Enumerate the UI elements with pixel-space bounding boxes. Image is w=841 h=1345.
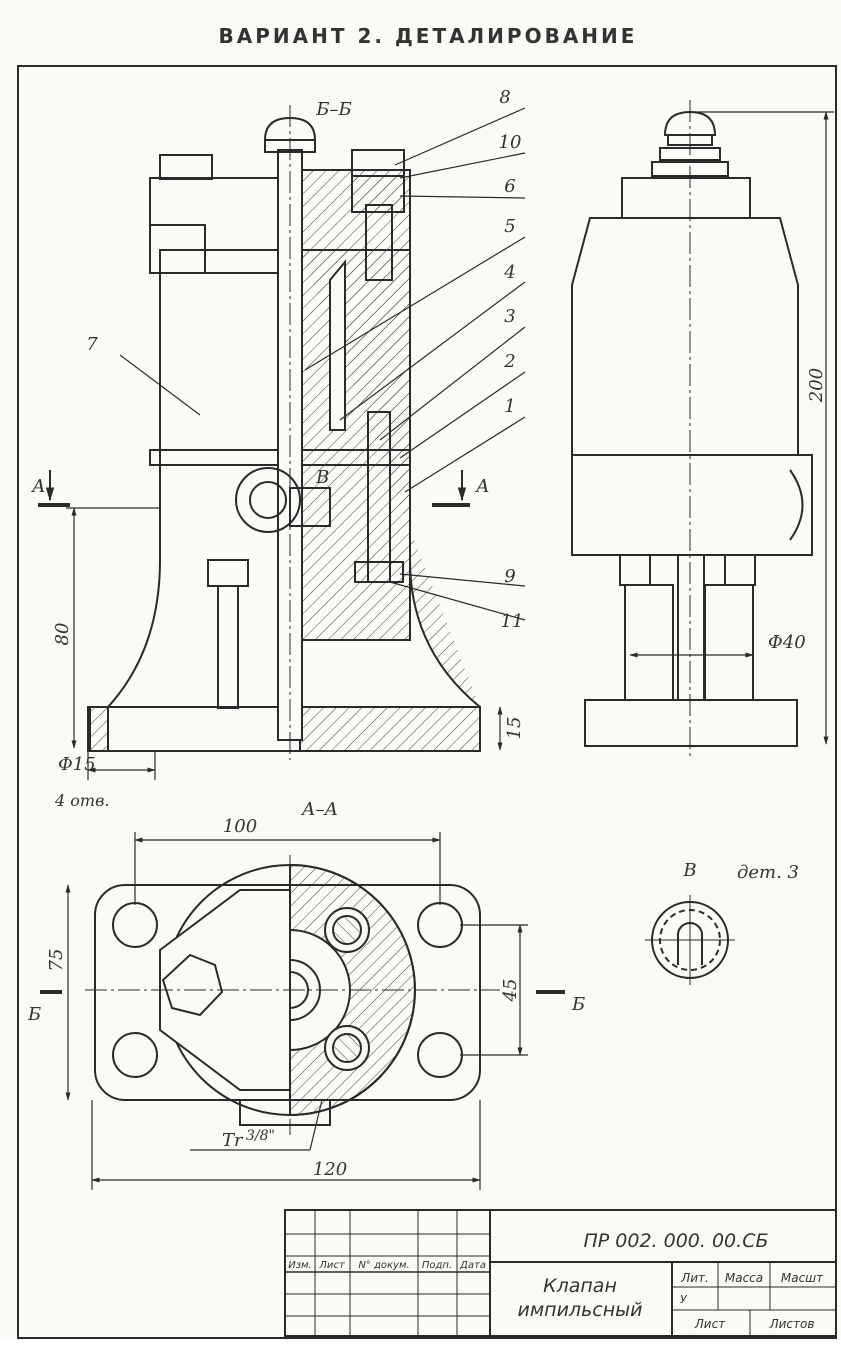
callout-7: 7 (86, 334, 98, 355)
side-view (571, 100, 813, 760)
front-dimensions (66, 507, 503, 780)
view-v-detail (645, 895, 735, 985)
title-block-designation: ПР 002. 000. 00.СБ (584, 1230, 769, 1252)
dim-15: 15 (504, 717, 525, 740)
callout-11: 11 (501, 611, 524, 632)
view-v-ref: дет. 3 (737, 862, 799, 883)
cut-b-left: Б (27, 1004, 41, 1025)
dim-80: 80 (52, 623, 73, 646)
cut-a-left: А (30, 476, 46, 497)
dim-d15: Φ15 (58, 754, 96, 775)
dim-100: 100 (223, 816, 257, 837)
view-v-label: В (682, 860, 696, 881)
tb-scale: Масшт (781, 1271, 824, 1285)
title-block-name-2: импильсный (517, 1299, 642, 1321)
col-sign: Подп. (422, 1260, 452, 1271)
title-block (284, 1209, 837, 1337)
callout-6: 6 (504, 176, 515, 197)
side-dimensions (629, 111, 834, 745)
callout-leaders (119, 107, 526, 621)
cut-a-right: А (474, 476, 490, 497)
dim-d40: Φ40 (768, 632, 806, 653)
thread-size: 3/8" (246, 1128, 275, 1144)
callout-5: 5 (504, 216, 515, 237)
tb-lit: Лит. (680, 1271, 709, 1285)
dim-holes: 4 отв. (54, 791, 109, 810)
tb-sheet: Лист (694, 1317, 726, 1331)
thread-label: Tr (222, 1130, 244, 1151)
cut-b-right: Б (571, 994, 585, 1015)
sheet-title: ВАРИАНТ 2. ДЕТАЛИРОВАНИЕ (219, 24, 638, 48)
callout-1: 1 (504, 396, 515, 417)
section-bb-label: Б–Б (315, 99, 351, 120)
col-doc: N° докум. (358, 1260, 409, 1271)
dim-75: 75 (46, 949, 67, 972)
callout-3: 3 (504, 306, 515, 327)
col-izm: Изм. (288, 1260, 312, 1271)
col-list: Лист (318, 1260, 346, 1271)
section-aa-label: А–А (300, 799, 338, 820)
tb-mass: Масса (725, 1271, 763, 1285)
callout-2: 2 (503, 351, 515, 372)
tb-sheets: Листов (769, 1317, 815, 1331)
callout-9: 9 (504, 566, 515, 587)
title-block-name-1: Клапан (543, 1275, 617, 1297)
callout-4: 4 (503, 262, 515, 283)
dim-200: 200 (806, 368, 827, 403)
callout-10: 10 (499, 132, 522, 153)
cut-a-markers (38, 470, 470, 507)
dim-45: 45 (500, 979, 521, 1003)
arrow-v-label: В (315, 467, 329, 488)
section-bb-view (87, 105, 481, 760)
section-aa-dimensions (40, 832, 565, 1190)
tb-lit-value: У (680, 1293, 688, 1306)
dim-120: 120 (313, 1159, 347, 1180)
section-aa-view (85, 855, 500, 1135)
callout-8: 8 (499, 87, 510, 108)
col-date: Дата (459, 1260, 486, 1271)
drawing-frame (17, 65, 837, 1339)
